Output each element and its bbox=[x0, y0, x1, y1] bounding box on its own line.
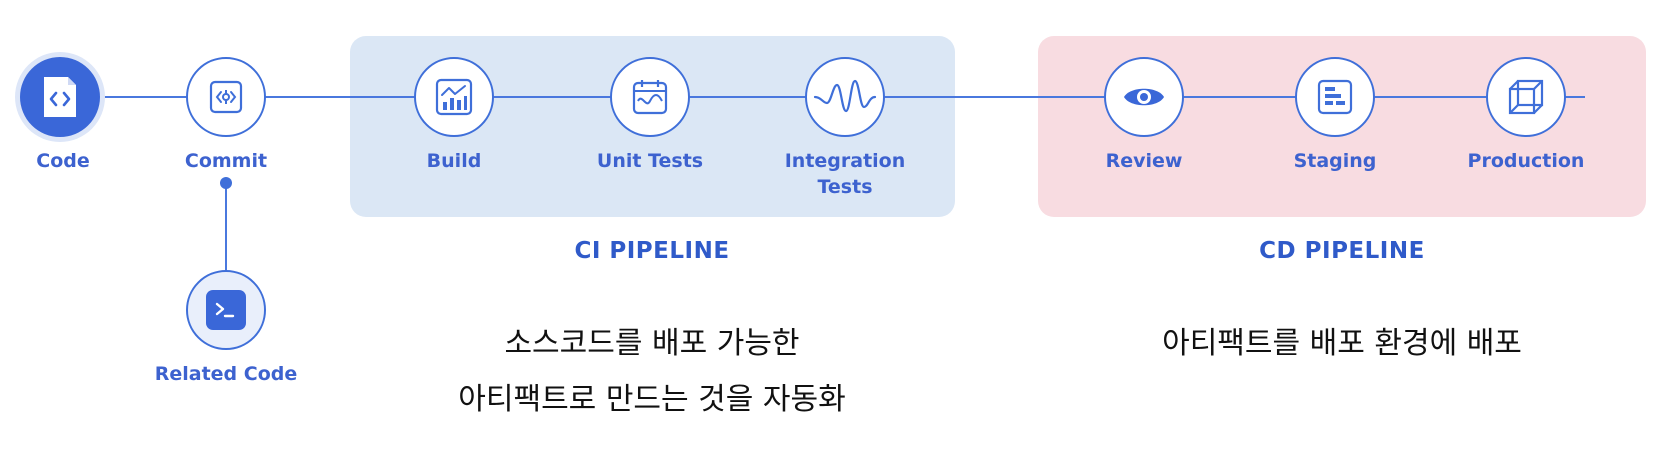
related-code-node[interactable] bbox=[186, 270, 266, 350]
code-file-icon bbox=[44, 77, 76, 117]
eye-icon bbox=[1124, 88, 1164, 106]
integration-tests-label-line1: Integration bbox=[784, 150, 906, 172]
commit-label: Commit bbox=[184, 150, 268, 172]
staging-label: Staging bbox=[1293, 150, 1377, 172]
build-label: Build bbox=[426, 150, 482, 172]
ci-caption-line1: 소스코드를 배포 가능한 bbox=[504, 326, 800, 361]
review-node[interactable] bbox=[1104, 57, 1184, 137]
commit-code-icon bbox=[209, 80, 243, 114]
staging-list-icon bbox=[1317, 79, 1353, 115]
terminal-icon bbox=[206, 290, 246, 330]
test-clipboard-icon bbox=[632, 80, 668, 115]
waveform-icon bbox=[813, 79, 877, 113]
code-node[interactable] bbox=[20, 57, 100, 137]
review-label: Review bbox=[1105, 150, 1183, 172]
bar-chart-icon bbox=[435, 78, 473, 116]
code-label: Code bbox=[36, 150, 90, 172]
cd-pipeline-title: CD PIPELINE bbox=[1259, 238, 1425, 264]
unit-tests-label: Unit Tests bbox=[596, 150, 704, 172]
commit-junction-dot bbox=[220, 177, 232, 189]
ci-pipeline-title: CI PIPELINE bbox=[574, 238, 730, 264]
cd-caption-line1: 아티팩트를 배포 환경에 배포 bbox=[1162, 326, 1522, 361]
build-node[interactable] bbox=[414, 57, 494, 137]
integration-tests-node[interactable] bbox=[805, 57, 885, 137]
production-label: Production bbox=[1467, 150, 1585, 172]
staging-node[interactable] bbox=[1295, 57, 1375, 137]
unit-tests-node[interactable] bbox=[610, 57, 690, 137]
cube-icon bbox=[1508, 79, 1544, 115]
production-node[interactable] bbox=[1486, 57, 1566, 137]
integration-tests-label-line2: Tests bbox=[817, 176, 873, 198]
commit-node[interactable] bbox=[186, 57, 266, 137]
related-code-label: Related Code bbox=[154, 363, 298, 385]
ci-caption-line2: 아티팩트로 만드는 것을 자동화 bbox=[458, 382, 846, 417]
